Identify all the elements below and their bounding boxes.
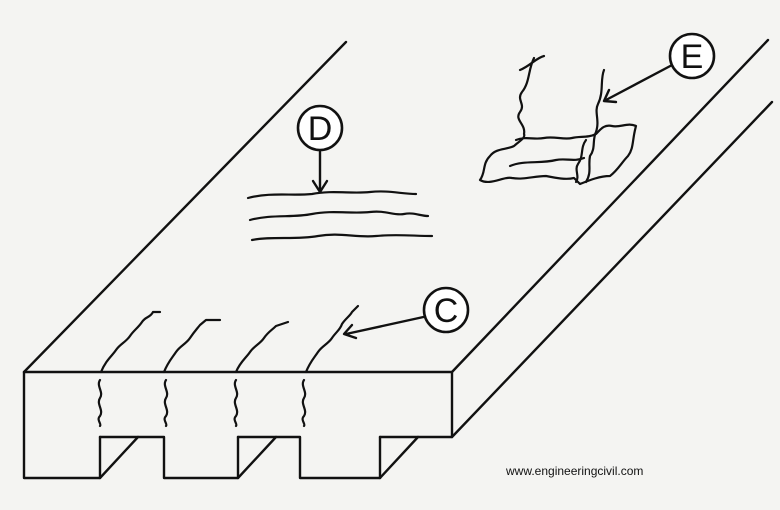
label-e: E bbox=[668, 32, 716, 80]
map-crack-inner-3 bbox=[508, 156, 586, 168]
svg-text:E: E bbox=[681, 38, 704, 76]
transverse-crack-2 bbox=[162, 318, 222, 374]
watermark-text: www.engineeringcivil.com bbox=[506, 464, 644, 478]
map-crack-outline bbox=[478, 54, 638, 186]
face-crack-1 bbox=[97, 378, 103, 428]
transverse-crack-3 bbox=[234, 320, 290, 374]
transverse-crack-4 bbox=[304, 304, 360, 374]
face-crack-2 bbox=[163, 378, 169, 428]
face-crack-3 bbox=[233, 378, 239, 428]
longitudinal-crack-2 bbox=[248, 210, 430, 222]
longitudinal-crack-1 bbox=[246, 190, 418, 200]
svg-text:C: C bbox=[434, 292, 459, 330]
longitudinal-crack-3 bbox=[250, 233, 434, 242]
slab-side-face-edge bbox=[450, 100, 774, 439]
leader-d bbox=[311, 148, 329, 194]
label-d: D bbox=[296, 104, 344, 152]
leader-e bbox=[602, 62, 676, 104]
slab-top-left-edge bbox=[22, 40, 348, 374]
svg-text:D: D bbox=[308, 110, 333, 148]
label-c: C bbox=[422, 286, 470, 334]
transverse-crack-1 bbox=[99, 310, 162, 374]
slab-top-right-edge bbox=[450, 38, 770, 374]
face-crack-4 bbox=[301, 378, 307, 428]
map-crack-inner-2 bbox=[574, 138, 588, 184]
leader-c bbox=[342, 314, 430, 340]
map-crack-inner-1 bbox=[584, 68, 606, 184]
